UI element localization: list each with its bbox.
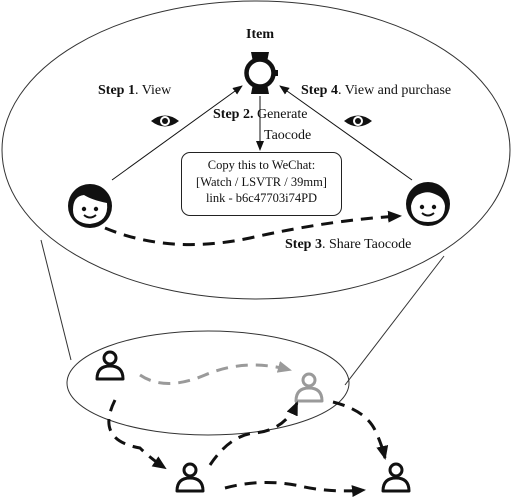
- step4-number: Step 4: [301, 83, 338, 98]
- step2-label: Step 2. Generate: [213, 107, 307, 123]
- taocode-box: Copy this to WeChat: [Watch / LSVTR / 39…: [181, 152, 342, 216]
- propagation-arrow-right-down: [332, 400, 389, 460]
- arrow-view-step4: [279, 85, 413, 181]
- zoom-ellipse-large: [1, 0, 511, 300]
- user-icon-receiver-gray: [294, 372, 324, 403]
- step4-label: Step 4. View and purchase: [301, 83, 451, 99]
- propagation-arrow-gray: [139, 361, 292, 385]
- taocode-line1: Copy this to WeChat:: [207, 158, 316, 172]
- taocode-line3: link - b6c47703i74PD: [205, 191, 318, 205]
- user-icon-source: [95, 350, 125, 381]
- boy-face-icon: [406, 182, 450, 226]
- girl-face-icon: [68, 184, 112, 228]
- watch-icon: [244, 52, 278, 94]
- step1-label: Step 1. View: [98, 83, 171, 99]
- propagation-arrow-down: [107, 399, 167, 470]
- step4-text: . View and purchase: [337, 83, 452, 98]
- arrow-view-step1: [111, 85, 243, 181]
- user-icon-bottom-left: [175, 462, 205, 493]
- eye-icon-step1: [151, 115, 179, 127]
- step1-text: . View: [134, 83, 172, 98]
- user-icon-bottom-right: [381, 462, 411, 493]
- share-taocode-arrow: [104, 210, 402, 247]
- taocode-line2: [Watch / LSVTR / 39mm]: [196, 174, 327, 189]
- zoom-line-left: [40, 239, 72, 361]
- zoom-line-right: [344, 255, 445, 386]
- zoom-ellipse-small: [66, 330, 350, 436]
- step3-text: . Share Taocode: [321, 237, 412, 252]
- eye-icon-step4: [344, 115, 372, 127]
- step3-number: Step 3: [285, 237, 322, 252]
- step1-number: Step 1: [98, 83, 135, 98]
- propagation-arrow-bottom: [224, 480, 366, 498]
- step2-number: Step 2.: [213, 107, 254, 122]
- step3-label: Step 3. Share Taocode: [285, 237, 411, 253]
- item-title: Item: [246, 27, 274, 42]
- propagation-arrow-up: [208, 401, 299, 466]
- step2-text-line1: Generate: [253, 107, 308, 122]
- step2-label-line2: Taocode: [264, 128, 312, 143]
